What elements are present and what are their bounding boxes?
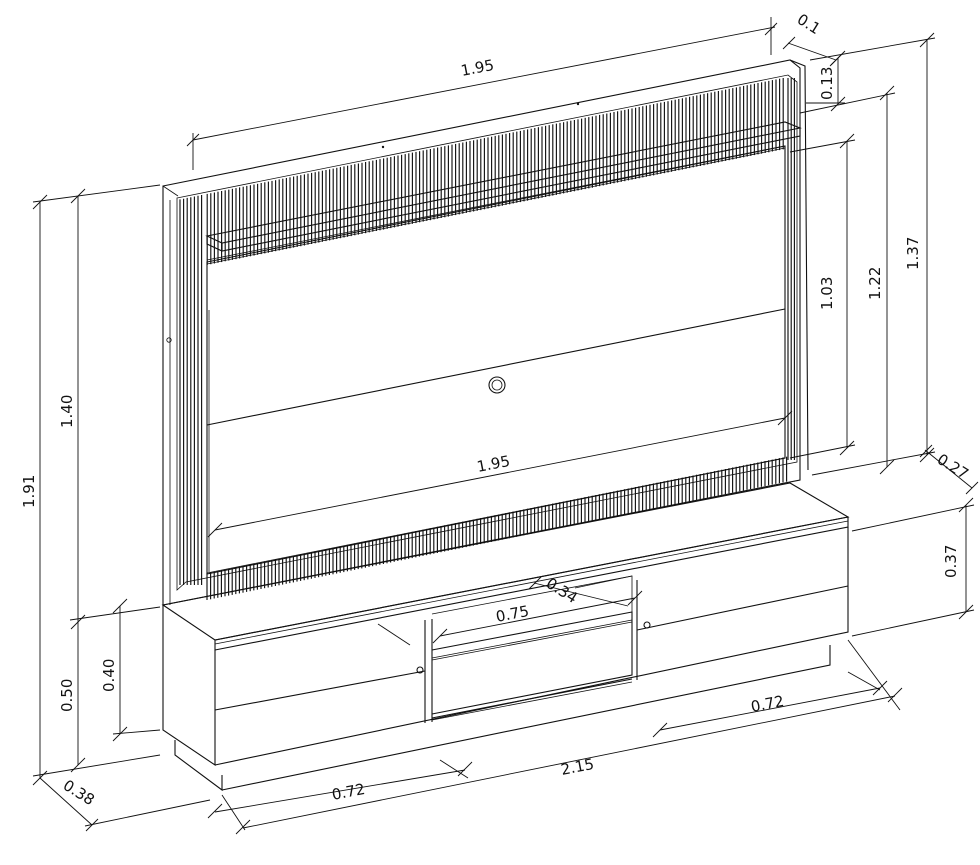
slats-bottom	[206, 456, 788, 600]
label-niche-depth: 0.34	[543, 574, 581, 607]
label-panel-height: 1.40	[58, 395, 76, 428]
label-top-band: 0.13	[818, 67, 836, 100]
label-height-1-22: 1.22	[866, 267, 884, 300]
slats-left	[179, 195, 203, 585]
label-total-width: 2.15	[559, 755, 595, 779]
label-base-height: 0.50	[58, 679, 76, 712]
label-door-height: 0.40	[100, 659, 118, 692]
base-cabinet	[161, 482, 850, 792]
label-depth-0-27: 0.27	[934, 450, 972, 483]
label-niche-width: 0.75	[494, 602, 530, 626]
panel-back-board	[162, 59, 809, 606]
label-top-width: 1.95	[459, 56, 495, 80]
label-cabinet-height-right: 0.37	[942, 545, 960, 578]
label-left-door-width: 0.72	[330, 780, 366, 804]
knob-right-icon	[643, 621, 651, 629]
slats-top	[206, 78, 784, 265]
label-height-1-37: 1.37	[904, 237, 922, 270]
panel-width-line	[207, 102, 793, 538]
slatted-frame	[176, 74, 798, 600]
label-base-depth: 0.38	[60, 776, 98, 809]
tv-panel-board	[206, 145, 786, 575]
label-right-door-width: 0.72	[749, 692, 785, 716]
label-panel-width: 1.95	[475, 452, 511, 476]
knob-left-icon	[416, 666, 424, 674]
slats-right	[787, 78, 795, 460]
label-height-1-03: 1.03	[818, 277, 836, 310]
shelf	[205, 121, 802, 252]
dimension-lines	[32, 17, 979, 835]
label-top-depth: 0.1	[794, 10, 824, 38]
cable-hole-icon	[488, 376, 506, 394]
label-total-height: 1.91	[20, 475, 38, 508]
